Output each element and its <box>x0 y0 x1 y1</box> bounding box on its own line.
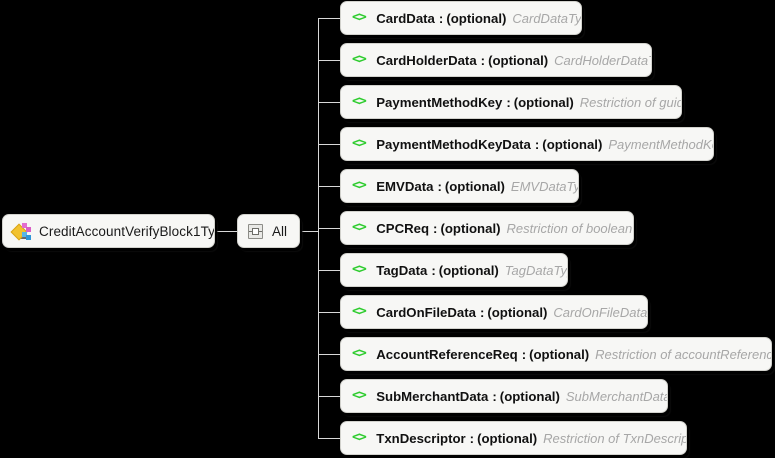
element-label-group: CardOnFileData:(optional) CardOnFileDataT… <box>376 304 648 320</box>
element-occurrence: (optional) <box>488 52 549 68</box>
element-type: CardOnFileDataType <box>553 304 648 320</box>
element-occurrence: (optional) <box>444 178 505 194</box>
element-separator: : <box>469 430 475 446</box>
element-name: SubMerchantData <box>376 388 489 404</box>
element-node[interactable]: <> TagData:(optional) TagDataType <box>340 253 568 287</box>
connector-stub-4 <box>318 144 340 145</box>
complex-type-icon <box>10 222 31 240</box>
root-complex-type-node[interactable]: CreditAccountVerifyBlock1Type <box>2 214 215 248</box>
element-name: PaymentMethodKeyData <box>376 136 531 152</box>
element-label-group: TagData:(optional) TagDataType <box>376 262 567 278</box>
element-icon: <> <box>352 9 367 26</box>
element-node[interactable]: <>SubMerchantData:(optional)SubMerchantD… <box>340 379 668 413</box>
connector-all-to-trunk <box>300 231 319 232</box>
connector-stub-11 <box>318 438 340 439</box>
element-icon: <> <box>352 387 367 404</box>
element-node[interactable]: <>CardOnFileData:(optional)CardOnFileDat… <box>340 295 648 329</box>
element-name: CardOnFileData <box>376 304 476 320</box>
element-name: CPCReq <box>376 220 430 236</box>
element-node[interactable]: <> CPCReq:(optional) Restriction of boolea… <box>340 211 634 245</box>
element-node[interactable]: <> EMVData:(optional) EMVDataType <box>340 169 579 203</box>
element-label-group: PaymentMethodKeyData:(optional) PaymentMe… <box>376 136 713 152</box>
element-icon: <> <box>352 93 367 110</box>
element-icon: <> <box>352 303 367 320</box>
element-occurrence: (optional) <box>542 136 603 152</box>
element-type: PaymentMethodKeyData <box>608 136 713 152</box>
element-type: Restriction of TxnDescriptorType <box>543 430 686 446</box>
element-name: CardData <box>376 10 435 26</box>
element-separator: : <box>479 304 485 320</box>
element-icon: <> <box>352 429 367 446</box>
connector-stub-3 <box>318 102 340 103</box>
element-name: TagData <box>376 262 428 278</box>
element-node[interactable]: <> CardData:(optional) CardDataType <box>340 1 582 35</box>
element-label-group: SubMerchantData:(optional) SubMerchantDat… <box>376 388 667 404</box>
element-label-group: CardHolderData:(optional) CardHolderDataT… <box>376 52 651 68</box>
element-separator: : <box>506 94 511 110</box>
element-type: Restriction of guidType <box>579 94 682 110</box>
element-occurrence: (optional) <box>440 220 501 236</box>
element-separator: : <box>521 346 527 362</box>
element-name: CardHolderData <box>376 52 477 68</box>
connector-stub-7 <box>318 270 340 271</box>
element-separator: : <box>480 52 486 68</box>
element-separator: : <box>492 388 497 404</box>
connector-stub-1 <box>318 18 340 19</box>
element-type: SubMerchantDataType <box>565 388 667 404</box>
connector-stub-2 <box>318 60 340 61</box>
element-label-group: CardData:(optional) CardDataType <box>376 10 582 26</box>
element-occurrence: (optional) <box>477 430 538 446</box>
element-icon: <> <box>352 177 367 194</box>
element-type: CardHolderDataType <box>554 52 651 68</box>
element-icon: <> <box>352 345 367 362</box>
element-label-group: AccountReferenceReq:(optional) Restrictio… <box>376 346 771 362</box>
connector-stub-6 <box>318 228 340 229</box>
all-compositor-icon <box>248 223 263 239</box>
element-type: TagDataType <box>504 262 567 278</box>
element-node[interactable]: <>PaymentMethodKeyData:(optional)Payment… <box>340 127 714 161</box>
element-icon: <> <box>352 261 367 278</box>
element-occurrence: (optional) <box>446 10 507 26</box>
element-node[interactable]: <> TxnDescriptor:(optional) Restriction of… <box>340 421 687 455</box>
element-separator: : <box>534 136 540 152</box>
element-name: EMVData <box>376 178 434 194</box>
element-type: Restriction of booleanType <box>506 220 634 236</box>
element-type: Restriction of accountReferenceReqType <box>595 346 771 362</box>
element-occurrence: (optional) <box>438 262 499 278</box>
element-name: AccountReferenceReq <box>376 346 518 362</box>
element-icon: <> <box>352 135 367 152</box>
element-label-group: EMVData:(optional) EMVDataType <box>376 178 578 194</box>
element-type: EMVDataType <box>510 178 578 194</box>
element-name: TxnDescriptor <box>376 430 466 446</box>
element-node[interactable]: <> AccountReferenceReq:(optional) Restrict… <box>340 337 772 371</box>
connector-stub-5 <box>318 186 340 187</box>
root-node-label: CreditAccountVerifyBlock1Type <box>39 223 215 239</box>
element-occurrence: (optional) <box>513 94 574 110</box>
connector-stub-8 <box>318 312 340 313</box>
element-label-group: TxnDescriptor:(optional) Restriction of T… <box>376 430 686 446</box>
element-node[interactable]: <> PaymentMethodKey:(optional) Restriction… <box>340 85 682 119</box>
element-occurrence: (optional) <box>529 346 590 362</box>
element-icon: <> <box>352 219 367 236</box>
all-compositor-label: All <box>272 223 288 239</box>
connector-stub-9 <box>318 354 340 355</box>
element-separator: : <box>438 10 444 26</box>
element-name: PaymentMethodKey <box>376 94 503 110</box>
element-separator: : <box>433 220 438 236</box>
element-separator: : <box>437 178 442 194</box>
element-icon: <> <box>352 51 367 68</box>
element-separator: : <box>431 262 436 278</box>
all-compositor-node[interactable]: All <box>237 214 300 248</box>
element-node[interactable]: <>CardHolderData:(optional)CardHolderDat… <box>340 43 652 77</box>
connector-stub-10 <box>318 396 340 397</box>
element-label-group: PaymentMethodKey:(optional) Restriction o… <box>376 94 682 110</box>
connector-root-to-all <box>215 231 237 232</box>
element-type: CardDataType <box>512 10 582 26</box>
element-label-group: CPCReq:(optional) Restriction of booleanT… <box>376 220 634 236</box>
element-occurrence: (optional) <box>487 304 548 320</box>
element-occurrence: (optional) <box>499 388 560 404</box>
